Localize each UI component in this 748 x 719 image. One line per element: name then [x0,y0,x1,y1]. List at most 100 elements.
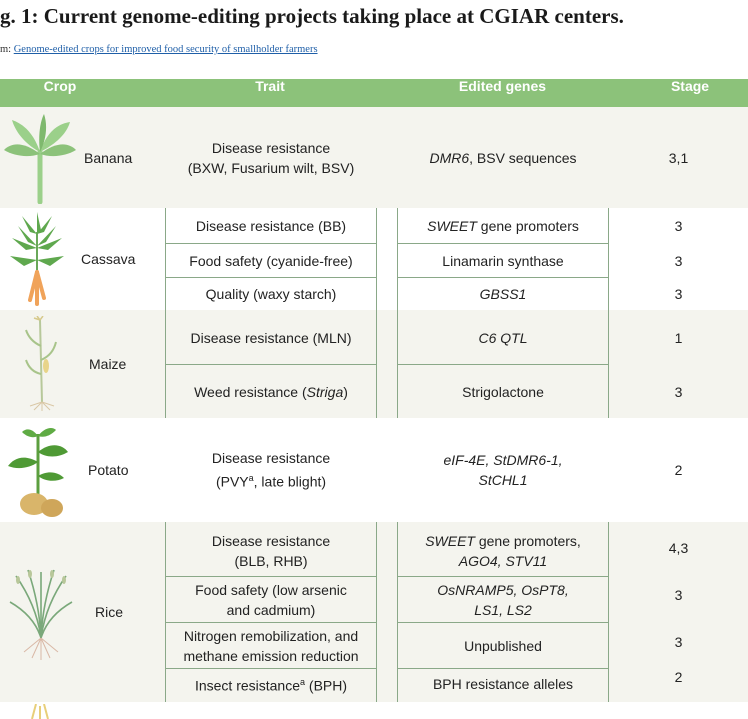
trait-cell: Disease resistance (BLB, RHB) [166,526,376,576]
trait-cell: Nitrogen remobilization, and methane emi… [166,623,376,668]
band-cassava [0,208,748,310]
divider [397,243,609,244]
stage-cell: 3 [674,634,683,650]
gene-cell: C6 QTL [398,318,608,358]
gene-cell: Strigolactone [462,383,544,400]
trait-line: Disease resistance [211,533,331,549]
crop-banana: Banana [84,149,133,166]
gene-text: gene promoters [476,217,579,234]
gene-italic: C6 QTL [478,330,528,346]
cassava-plant-icon [10,212,64,306]
stage-cell: 3,1 [668,149,689,166]
stage-cell: 2 [674,669,683,685]
crop-maize: Maize [89,356,127,372]
gene-italic: DMR6 [429,149,470,166]
potato-plant-icon [8,428,68,517]
wheat-plant-icon [31,704,49,719]
trait-italic: Striga [306,383,344,400]
gene-cell: eIF-4E, StDMR6-1, StCHL1 [398,418,608,522]
divider [165,622,377,623]
gene-cell: GBSS1 [398,278,608,310]
rice-plant-icon [9,569,73,660]
trait-text: Weed resistance ( [194,383,307,400]
divider [397,522,398,702]
stage-cell: 3 [674,286,683,302]
trait-line: Disease resistance [211,450,331,467]
divider [397,576,609,577]
trait-cell: Weed resistance (Striga) [166,365,376,418]
divider [165,243,377,244]
gene-cell: OsNRAMP5, OsPT8, LS1, LS2 [398,577,608,622]
gene-cell: BPH resistance alleles [432,675,574,692]
trait-line: Nitrogen remobilization, and [183,627,359,644]
stage-cell: 3 [674,587,683,603]
table-header: Crop Trait Edited genes Stage [0,79,748,107]
divider [165,208,166,310]
trait-cell: Disease resistance (BB) [195,217,347,234]
divider [165,668,377,669]
divider [397,622,609,623]
trait-cell: Food safety (low arsenic and cadmium) [166,577,376,622]
band-potato [0,418,748,522]
divider [397,208,398,310]
divider [165,364,377,365]
crop-cassava: Cassava [81,251,136,267]
gene-italic: LS1, LS2 [474,601,532,618]
gene-italic: StCHL1 [478,472,528,488]
divider [608,208,609,310]
footnote-marker: a [248,473,254,484]
gene-italic: SWEET [425,533,475,549]
gene-cell: Unpublished [464,637,542,654]
maize-plant-icon [25,316,57,411]
band-rice [0,522,748,702]
trait-text: ) [343,383,348,400]
divider [165,522,166,702]
gene-italic: AGO4, STV11 [458,553,548,569]
header-stage: Stage [670,78,710,94]
stage-cell: 1 [674,330,683,346]
trait-line: methane emission reduction [183,647,359,664]
divider [608,522,609,702]
band-banana [0,107,748,208]
figure-source: m: Genome-edited crops for improved food… [0,44,318,58]
divider [397,277,609,278]
trait-cell: Disease resistance (MLN) [190,330,352,346]
gene-cell: SWEET gene promoters [398,208,608,243]
stage-cell: 4,3 [668,540,689,556]
trait-line: and cadmium) [226,601,316,618]
divider [376,522,377,702]
gene-italic: eIF-4E, StDMR6-1, [443,452,563,468]
trait-line: (BXW, Fusarium wilt, BSV) [187,159,355,176]
trait-cell: Disease resistance (BXW, Fusarium wilt, … [166,107,376,208]
divider [165,576,377,577]
figure-title: g. 1: Current genome-editing projects ta… [0,4,624,28]
divider [397,668,609,669]
divider [376,208,377,310]
gene-cell: SWEET gene promoters, AGO4, STV11 [398,526,608,576]
stage-cell: 2 [674,462,683,478]
gene-cell: Linamarin synthase [442,252,564,269]
crop-rice: Rice [95,604,124,620]
trait-text: Insect resistance [194,677,301,694]
gene-italic: GBSS1 [479,286,527,302]
gene-text: , BSV sequences [469,149,577,166]
banana-plant-icon [4,114,76,204]
gene-italic: OsNRAMP5, OsPT8, [437,581,569,598]
source-prefix: m: [0,44,14,55]
trait-text: (PVY [215,473,249,490]
gene-text: gene promoters, [474,533,581,549]
stage-cell: 3 [674,252,683,269]
footnote-marker: a [300,676,306,687]
divider [165,277,377,278]
crop-potato: Potato [88,462,129,478]
trait-line: Disease resistance [211,139,331,156]
header-crop: Crop [43,78,77,94]
header-edited-genes: Edited genes [458,78,547,94]
trait-text: (BPH) [305,677,348,694]
trait-cell: Insect resistancea (BPH) [166,669,376,698]
trait-cell: Food safety (cyanide-free) [189,252,353,269]
source-link[interactable]: Genome-edited crops for improved food se… [13,44,318,55]
trait-line: (BLB, RHB) [234,553,308,569]
trait-cell: Disease resistance (PVYa, late blight) [166,418,376,522]
divider [397,364,609,365]
